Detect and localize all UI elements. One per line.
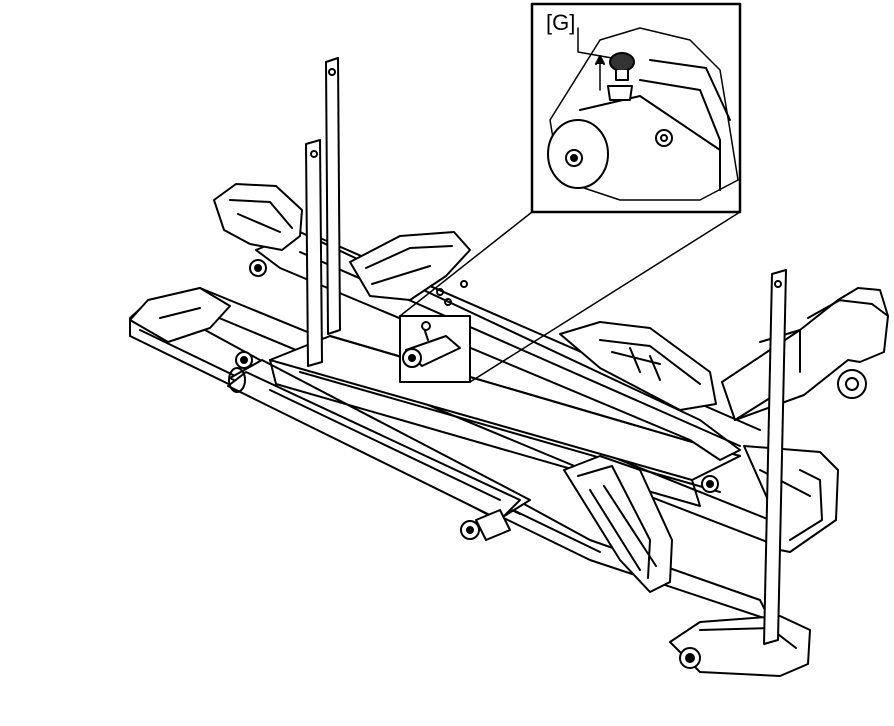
left-end-cap	[129, 287, 231, 343]
vertical-post-left-rear	[325, 57, 341, 335]
rear-wheel-cradle	[349, 231, 471, 301]
callout-leader-lines	[399, 211, 741, 383]
far-left-wheel-cradle	[213, 183, 303, 251]
right-end-cap	[743, 445, 839, 553]
vertical-post-right	[763, 269, 787, 645]
front-wheel-cradle	[563, 455, 673, 593]
detail-inset: [G]	[530, 2, 742, 214]
left-knobs	[235, 259, 719, 541]
tow-bar-hitch	[721, 287, 889, 421]
right-wheel-tray	[559, 321, 717, 411]
vertical-post-left-front	[305, 139, 323, 367]
front-end-clamp	[669, 615, 811, 677]
pin-location	[399, 315, 471, 383]
callout-label: [G]	[546, 10, 575, 35]
left-tube	[227, 367, 521, 521]
hitch-ball-ring	[837, 369, 867, 399]
